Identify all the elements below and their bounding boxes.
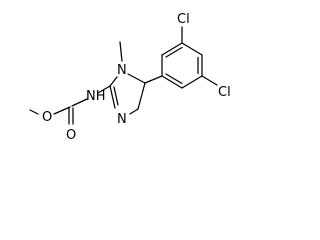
structure-diagram: O O NH N N Cl Cl (29, 12, 231, 143)
atom-label-ring-n-imine: N (117, 112, 127, 127)
bond-n1-methyl (119, 41, 123, 62)
atom-label-carbamate-nh: NH (86, 89, 106, 104)
atom-label-chlorine-bottom: Cl (218, 85, 231, 100)
bond-c2-n3-b (113, 86, 119, 106)
bond-aryl-c3-c4 (181, 42, 203, 56)
bond-c2-n1 (109, 76, 118, 87)
bond-ester-o-carbonyl-c (53, 106, 71, 115)
molecule-drawing: O O NH N N Cl Cl (29, 12, 231, 143)
atom-label-ester-oxygen: O (42, 110, 52, 125)
bond-aryl-c2-c3 (161, 42, 183, 56)
atom-label-chlorine-top: Cl (177, 12, 190, 27)
bond-c5-aryl (144, 75, 163, 84)
atom-label-carbonyl-oxygen: O (66, 128, 76, 143)
bond-carbonyl-c-nh (71, 98, 88, 107)
bond-aryl-cl-bottom (201, 75, 218, 86)
bond-aryl-c6-c1 (161, 75, 183, 89)
bond-nh-c2 (97, 85, 111, 94)
bond-c4-n3 (129, 108, 139, 115)
bond-n1-c5 (127, 73, 146, 84)
bond-aryl-inner-c (165, 73, 183, 85)
atom-label-ring-n-methyl: N (117, 63, 127, 78)
bond-c2-n3-a (109, 85, 116, 109)
bond-c5-c4 (137, 82, 146, 110)
bond-aryl-inner-a (165, 46, 183, 58)
bond-methyl-ester-o (29, 109, 39, 115)
bond-aryl-c5-c6 (181, 75, 203, 89)
